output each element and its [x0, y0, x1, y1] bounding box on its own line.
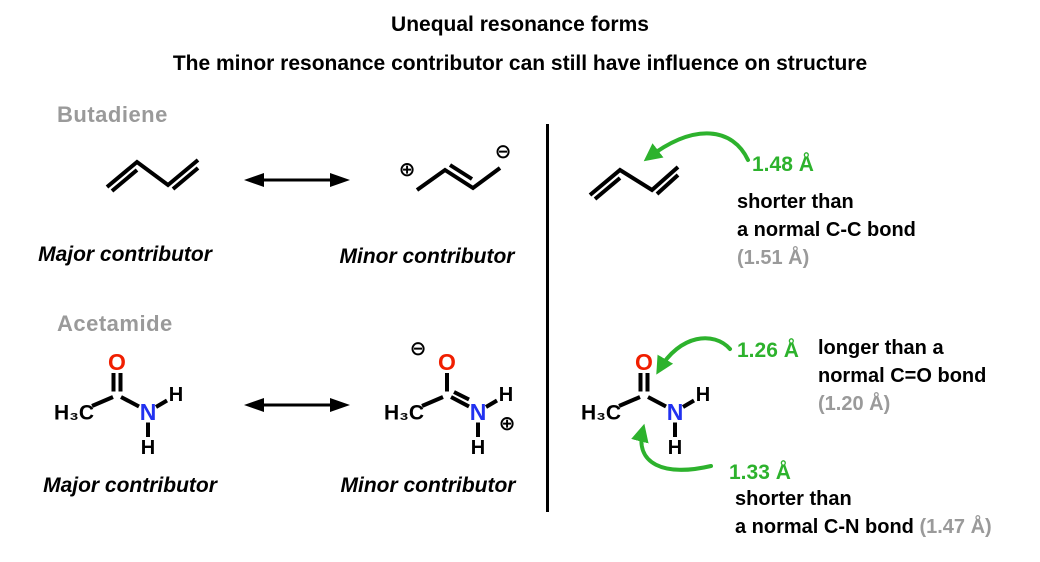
nitrogen-atom: N [667, 399, 684, 425]
cc-note-line2: a normal C-C bond [737, 219, 916, 241]
co-bond-note: longer than a normal C=O bond (1.20 Å) [818, 334, 986, 418]
hydrogen-atom: H [141, 437, 155, 459]
nh-bond [484, 398, 499, 409]
plus-charge: ⊕ [499, 413, 516, 435]
arrowhead-left [244, 173, 264, 187]
methyl-group: H₃C [54, 402, 94, 425]
figure-subtitle: The minor resonance contributor can stil… [172, 52, 868, 75]
c-methyl-bond [421, 395, 444, 408]
resonance-arrow-butadiene [244, 173, 350, 187]
hydrogen-atom: H [696, 384, 710, 406]
hydrogen-atom: H [668, 437, 682, 459]
double-bond [593, 176, 622, 201]
green-arrows-overlay [631, 131, 750, 472]
acetamide-major-caption: Major contributor [43, 474, 217, 497]
arrowhead-right [330, 173, 350, 187]
butadiene-major-structure [105, 158, 200, 193]
cn-note-line2-text: a normal C-N bond [735, 516, 914, 538]
hydrogen-atom: H [499, 384, 513, 406]
nitrogen-atom: N [140, 399, 157, 425]
cc-bond-arrow [643, 131, 750, 162]
arrowhead-right [330, 398, 350, 412]
cn-note-reference: (1.47 Å) [919, 516, 992, 538]
hydrogen-atom: H [169, 384, 183, 406]
cn-bond-arrow [631, 423, 713, 472]
hydrogen-atom: H [471, 437, 485, 459]
double-bond [171, 166, 200, 191]
acetamide-minor-caption: Minor contributor [340, 474, 516, 497]
cc-bond-note: shorter than a normal C-C bond (1.51 Å) [737, 188, 916, 272]
methyl-group: H₃C [384, 402, 424, 425]
cn-note-line2: a normal C-N bond (1.47 Å) [735, 513, 992, 541]
cn-bond-length: 1.33 Å [729, 461, 791, 484]
nitrogen-atom: N [470, 399, 487, 425]
bond [588, 165, 680, 197]
vertical-divider [546, 124, 549, 512]
minus-charge: ⊖ [410, 338, 427, 360]
co-bond-arrow [656, 336, 732, 375]
double-bond [448, 163, 474, 181]
co-note-line2: normal C=O bond [818, 365, 987, 387]
double-bond [110, 168, 139, 193]
cn-bond-note: shorter than a normal C-N bond (1.47 Å) [735, 485, 992, 541]
oxygen-atom: O [438, 349, 456, 375]
cn-note-line1: shorter than [735, 488, 852, 510]
double-bond [655, 173, 680, 196]
cn-bond [647, 395, 667, 409]
butadiene-major-caption: Major contributor [38, 243, 212, 266]
cc-note-reference: (1.51 Å) [737, 247, 810, 269]
co-note-reference: (1.20 Å) [818, 393, 891, 415]
cn-double-bond [450, 395, 470, 409]
butadiene-minor-structure: ⊕ ⊖ [399, 141, 512, 192]
plus-charge: ⊕ [399, 159, 416, 181]
cc-bond-length: 1.48 Å [752, 153, 814, 176]
oxygen-atom: O [108, 349, 126, 375]
cn-bond [120, 395, 140, 409]
acetamide-section-label: Acetamide [57, 311, 173, 336]
cc-note-line1: shorter than [737, 191, 854, 213]
nh-bond [154, 398, 169, 409]
acetamide-minor-structure: ⊖ O H₃C N H H ⊕ [384, 338, 516, 459]
c-methyl-bond [618, 395, 641, 408]
co-note-line1: longer than a [818, 337, 944, 359]
c-methyl-bond [91, 395, 114, 408]
arrowhead-left [244, 398, 264, 412]
oxygen-atom: O [635, 349, 653, 375]
co-bond-length: 1.26 Å [737, 339, 799, 362]
acetamide-bondlength-structure: O H₃C N H H [581, 349, 710, 459]
butadiene-section-label: Butadiene [57, 102, 168, 127]
butadiene-minor-caption: Minor contributor [339, 245, 515, 268]
nh-bond [681, 398, 696, 409]
bond [415, 166, 502, 192]
butadiene-bondlength-structure [588, 165, 680, 201]
resonance-arrow-acetamide [244, 398, 350, 412]
bond [105, 158, 200, 189]
figure-title: Unequal resonance forms [391, 13, 649, 36]
methyl-group: H₃C [581, 402, 621, 425]
minus-charge: ⊖ [495, 141, 512, 163]
acetamide-major-structure: O H₃C N H H [54, 349, 183, 459]
cn-double-bond [453, 390, 470, 402]
